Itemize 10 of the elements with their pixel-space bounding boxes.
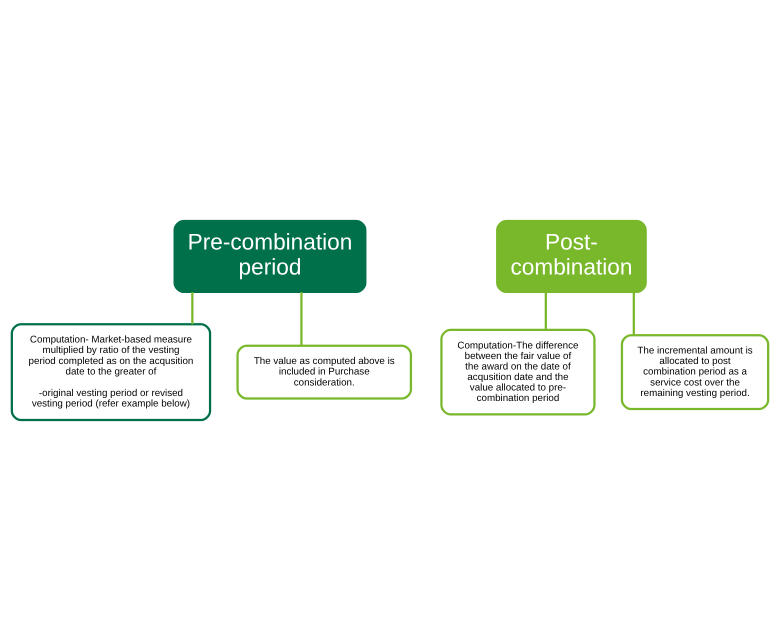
connector — [632, 292, 635, 336]
node-box: The incremental amount is allocated to post combination period as a service cost over the remaining vesting period. — [620, 334, 770, 410]
node-box: The value as computed above is included in Purchase consideration. — [236, 344, 412, 400]
connector — [544, 292, 547, 330]
connector — [191, 292, 194, 324]
node-box: Pre-combination period — [174, 220, 366, 293]
node-box: Computation-The difference between the fair value of the award on the date of acqusition date and the value allocated to pre-combination period — [440, 328, 596, 416]
node-box: Post- combination — [496, 220, 647, 293]
node-box: Computation- Market-based measure multiplied by ratio of the vesting period completed as on the acqusition date to the greater of -original vesting period or revised vesting period (refer example below) — [10, 323, 212, 422]
connector — [300, 292, 303, 346]
